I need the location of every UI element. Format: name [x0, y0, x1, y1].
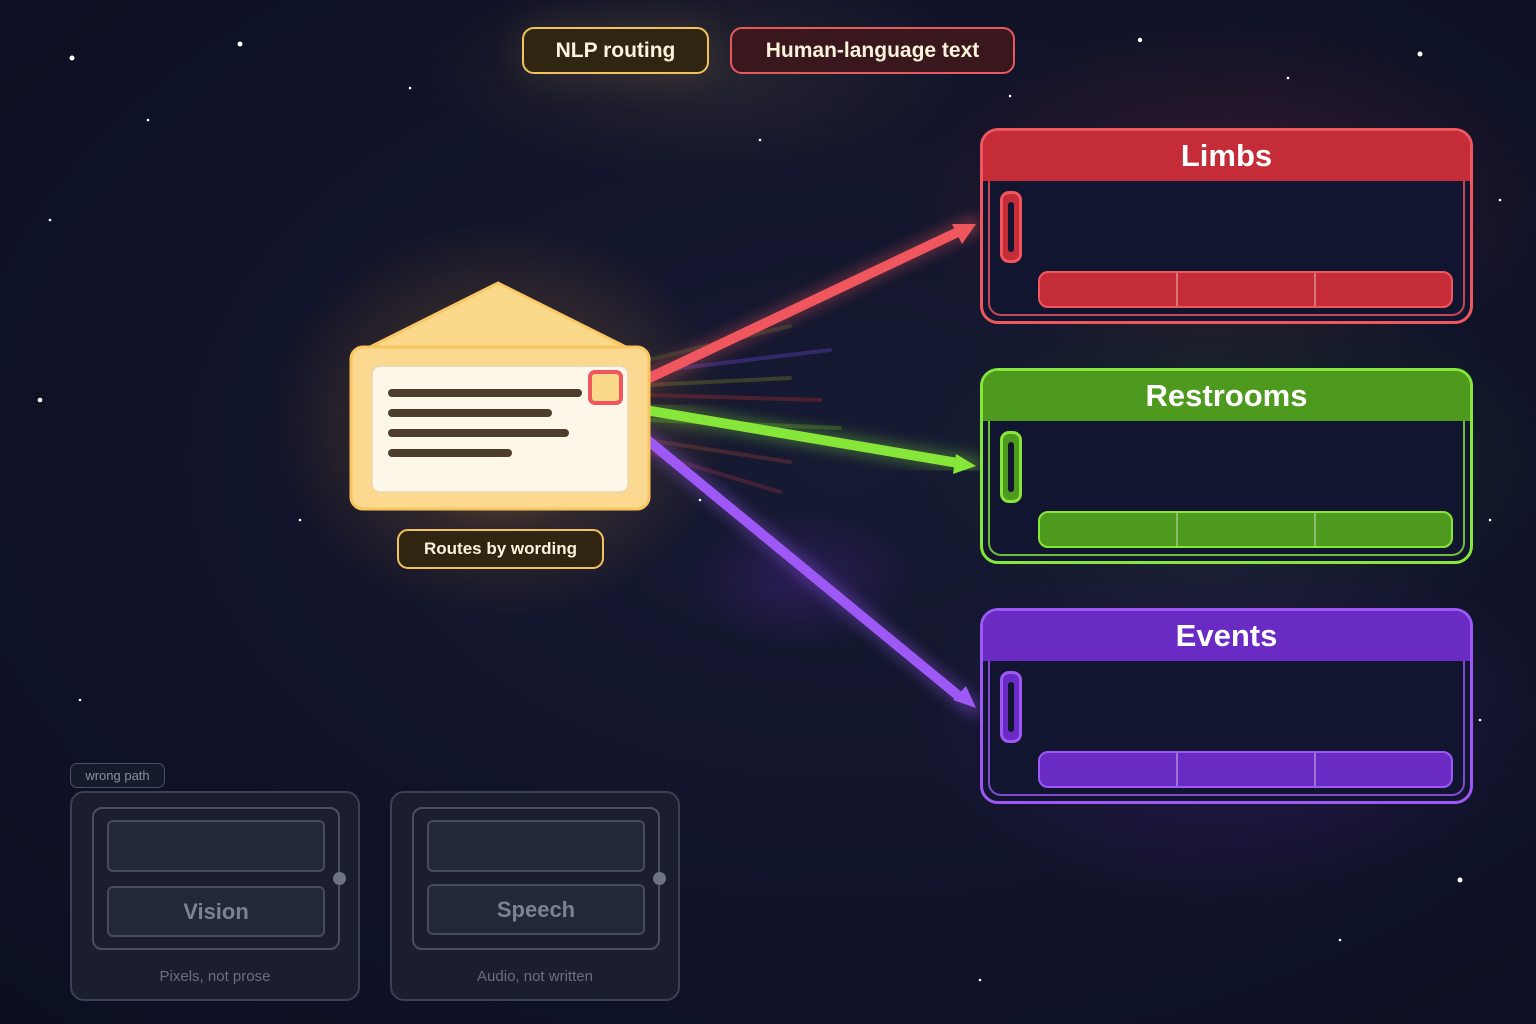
category-header: Restrooms [983, 371, 1470, 421]
device-screen [427, 820, 645, 872]
arrow-to-restrooms [635, 400, 982, 475]
arrow-to-limbs [635, 215, 982, 390]
category-header: Limbs [983, 131, 1470, 181]
text-lines [388, 389, 582, 457]
vision-label: Vision [107, 886, 325, 937]
card-handle [1000, 431, 1022, 503]
category-title: Restrooms [1145, 378, 1308, 413]
wrong-path-tag: wrong path [70, 763, 165, 788]
stamp-icon [588, 370, 623, 405]
vision-caption: Pixels, not prose [159, 968, 271, 985]
category-header: Events [983, 611, 1470, 661]
routes-by-wording-chip: Routes by wording [397, 529, 604, 569]
speech-label: Speech [427, 884, 645, 935]
speech-device: Speech [412, 807, 666, 950]
nlp-routing-chip: NLP routing [522, 27, 709, 74]
device-screen [107, 820, 325, 872]
star-field [37, 37, 1502, 982]
category-card-limbs: Limbs [980, 128, 1473, 324]
human-language-text-chip: Human-language text [730, 27, 1015, 74]
card-bar [1038, 271, 1453, 308]
category-card-events: Events [980, 608, 1473, 804]
speech-card: Speech Audio, not written [390, 791, 680, 1001]
envelope-icon [349, 281, 651, 511]
arrow-to-events [635, 428, 982, 717]
card-bar [1038, 511, 1453, 548]
device-dot [653, 872, 666, 885]
card-inner-frame [988, 179, 1465, 316]
card-inner-frame [988, 659, 1465, 796]
card-bar [1038, 751, 1453, 788]
vision-card: Vision Pixels, not prose [70, 791, 360, 1001]
category-title: Limbs [1180, 138, 1273, 173]
card-handle [1000, 191, 1022, 263]
category-card-restrooms: Restrooms [980, 368, 1473, 564]
device-dot [333, 872, 346, 885]
vision-device: Vision [92, 807, 346, 950]
card-inner-frame [988, 419, 1465, 556]
speech-caption: Audio, not written [477, 968, 593, 985]
card-handle [1000, 671, 1022, 743]
category-title: Events [1175, 618, 1278, 653]
